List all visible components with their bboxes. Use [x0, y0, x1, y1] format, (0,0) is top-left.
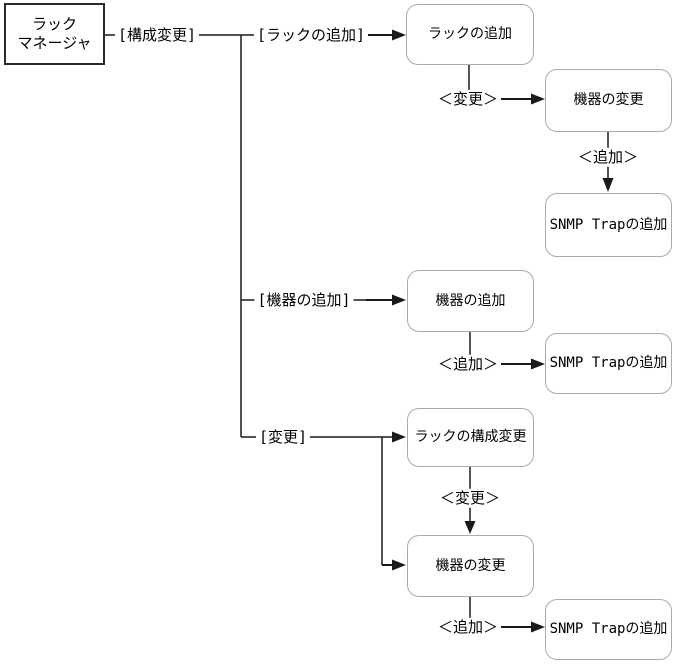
node-rack-manager: ラック マネージャ: [4, 3, 105, 65]
edge-label-add-2: ＜追加＞: [434, 354, 502, 374]
node-snmp-trap-add-1-label: SNMP Trapの追加: [549, 216, 668, 233]
node-device-add-label: 機器の追加: [435, 292, 506, 309]
node-device-add: 機器の追加: [407, 270, 534, 332]
node-snmp-trap-add-3: SNMP Trapの追加: [545, 599, 672, 660]
node-device-change-1-label: 機器の変更: [573, 92, 644, 109]
branch-label-config-change: [構成変更]: [114, 25, 200, 45]
arrowhead-branch1: [392, 29, 406, 41]
node-device-change-2-label: 機器の変更: [435, 557, 506, 574]
edge-label-change-1: ＜変更＞: [434, 89, 502, 109]
node-snmp-trap-add-2: SNMP Trapの追加: [545, 333, 672, 394]
node-rack-add-label: ラックの追加: [428, 26, 512, 43]
branch-label-device-add: [機器の追加]: [254, 290, 354, 310]
node-rack-add: ラックの追加: [406, 4, 534, 65]
node-rack-config-change: ラックの構成変更: [407, 408, 534, 467]
arrowhead-branch2: [392, 294, 406, 306]
branch-label-change: [変更]: [255, 427, 311, 447]
arrowhead-branch3-split: [392, 559, 406, 571]
node-device-change-1: 機器の変更: [545, 69, 672, 132]
edge-label-change-2: ＜変更＞: [436, 488, 504, 508]
rack-manager-label-line2: マネージャ: [17, 34, 92, 52]
arrowhead-change2: [464, 521, 476, 534]
branch-label-rack-add: [ラックの追加]: [253, 25, 369, 45]
arrowhead-add3: [531, 621, 545, 633]
node-snmp-trap-add-2-label: SNMP Trapの追加: [549, 355, 668, 372]
edge-label-add-3: ＜追加＞: [434, 617, 502, 637]
rack-manager-label-line1: ラック: [31, 14, 77, 33]
arrowhead-add2: [531, 358, 545, 370]
node-rack-config-change-label: ラックの構成変更: [414, 429, 527, 446]
arrowhead-change1: [531, 93, 545, 105]
arrowhead-branch3: [392, 431, 406, 443]
node-device-change-2: 機器の変更: [407, 535, 534, 597]
node-snmp-trap-add-3-label: SNMP Trapの追加: [549, 621, 668, 638]
arrowhead-add1: [602, 178, 614, 192]
node-snmp-trap-add-1: SNMP Trapの追加: [545, 193, 672, 257]
edge-label-add-1: ＜追加＞: [574, 147, 642, 167]
